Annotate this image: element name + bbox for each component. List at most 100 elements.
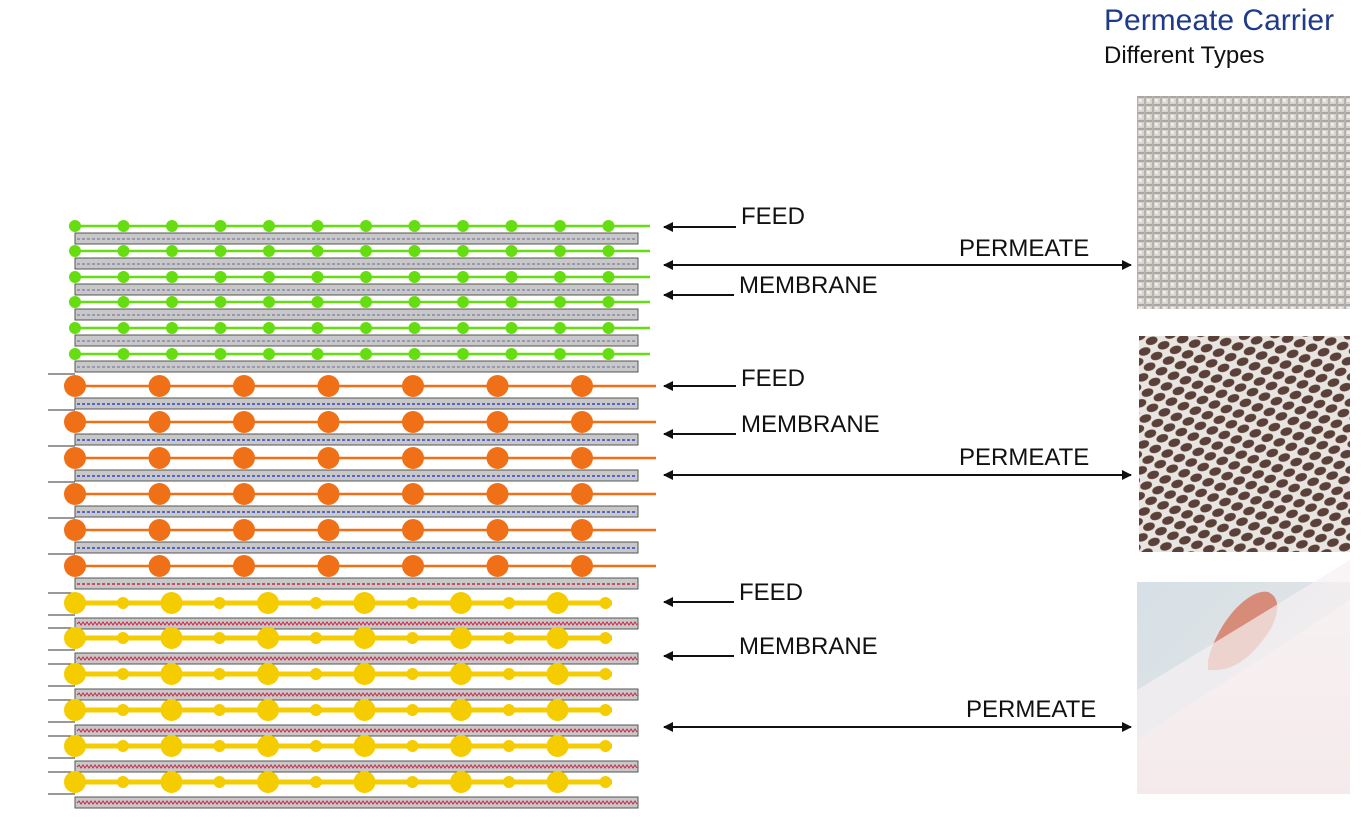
membrane-layer xyxy=(74,334,639,347)
feed-spacer-node xyxy=(406,740,419,752)
sample-open-net-mesh xyxy=(1139,336,1350,552)
feed-spacer-node xyxy=(310,597,322,609)
membrane-stripe xyxy=(76,800,638,805)
feed-spacer-node xyxy=(602,296,615,308)
membrane-stripe xyxy=(76,764,638,769)
feed-spacer-node xyxy=(505,296,518,308)
feed-spacer-node xyxy=(166,271,178,283)
feed-spacer-node xyxy=(571,555,593,577)
feed-spacer-node xyxy=(402,447,424,469)
feed-spacer-node xyxy=(160,771,183,793)
feed-spacer-node xyxy=(160,592,183,614)
feed-spacer-node xyxy=(64,411,86,433)
feed-spacer-node xyxy=(360,296,372,308)
membrane-layer xyxy=(74,433,639,446)
feed-spacer-node xyxy=(311,296,324,308)
feed-spacer-node xyxy=(160,663,183,685)
feed-spacer-node xyxy=(554,296,566,308)
feed-spacer-node xyxy=(450,735,472,757)
feed-spacer-node xyxy=(546,771,569,793)
feed-spacer-node xyxy=(317,519,340,541)
feed-spacer-node xyxy=(233,555,255,577)
feed-spacer-node xyxy=(360,245,372,257)
feed-spacer-node xyxy=(148,447,171,469)
membrane-layer xyxy=(74,397,639,410)
feed-spacer-node xyxy=(213,776,226,788)
feed-spacer-node xyxy=(166,296,178,308)
feed-spacer-node xyxy=(317,411,340,433)
feed-spacer-node xyxy=(457,296,469,308)
feed-spacer-node xyxy=(450,663,472,685)
membrane-stripe xyxy=(76,621,638,626)
feed-spacer-node xyxy=(360,220,372,232)
feed-spacer-node xyxy=(69,271,81,283)
feed-spacer-node xyxy=(402,483,424,505)
feed-spacer-node xyxy=(546,627,569,649)
feed-spacer-node xyxy=(166,245,178,257)
feed-spacer-node xyxy=(360,348,372,360)
feed-spacer-node xyxy=(402,519,424,541)
feed-spacer-node xyxy=(148,375,171,397)
feed-spacer-node xyxy=(353,627,376,649)
feed-spacer-node xyxy=(571,447,593,469)
membrane-layer xyxy=(74,577,639,590)
membrane-layer xyxy=(74,505,639,518)
membrane-label-1: MEMBRANE xyxy=(739,272,878,299)
feed-spacer-node xyxy=(214,245,227,257)
feed-spacer-node xyxy=(311,271,324,283)
feed-spacer-node xyxy=(64,592,86,614)
membrane-label-3: MEMBRANE xyxy=(739,633,878,660)
feed-spacer-node xyxy=(214,322,227,334)
feed-spacer-node xyxy=(148,483,171,505)
feed-spacer-node xyxy=(69,220,81,232)
feed-spacer-node xyxy=(450,771,472,793)
feed-spacer-node xyxy=(213,632,226,644)
feed-spacer-node xyxy=(257,771,279,793)
feed-spacer-node xyxy=(311,245,324,257)
feed-spacer-node xyxy=(117,245,130,257)
feed-spacer-node xyxy=(213,740,226,752)
feed-spacer-node xyxy=(317,483,340,505)
feed-spacer-node xyxy=(148,519,171,541)
feed-spacer-node xyxy=(213,597,226,609)
feed-spacer-node xyxy=(571,411,593,433)
feed-spacer-node xyxy=(554,271,566,283)
feed-spacer-node xyxy=(117,740,129,752)
feed-spacer-node xyxy=(263,220,275,232)
feed-spacer-node xyxy=(64,735,86,757)
feed-spacer-node xyxy=(486,483,509,505)
feed-spacer-node xyxy=(214,220,227,232)
feed-spacer-node xyxy=(263,271,275,283)
feed-spacer-node xyxy=(310,632,322,644)
feed-spacer-node xyxy=(353,735,376,757)
feed-spacer-node xyxy=(353,592,376,614)
feed-label-3: FEED xyxy=(739,579,804,606)
feed-spacer-node xyxy=(457,271,469,283)
feed-spacer-node xyxy=(233,483,255,505)
feed-spacer-node xyxy=(505,348,518,360)
feed-spacer-node xyxy=(503,597,515,609)
feed-spacer-node xyxy=(233,375,255,397)
feed-spacer-node xyxy=(117,668,129,680)
feed-spacer-node xyxy=(503,740,515,752)
feed-spacer-node xyxy=(505,245,518,257)
feed-spacer-node xyxy=(69,348,81,360)
feed-spacer-node xyxy=(360,271,372,283)
feed-spacer-node xyxy=(505,322,518,334)
feed-spacer-node xyxy=(486,555,509,577)
feed-spacer-node xyxy=(148,411,171,433)
feed-spacer-node xyxy=(406,632,419,644)
feed-spacer-node xyxy=(408,322,421,334)
membrane-layer xyxy=(74,257,639,270)
permeate-label-1: PERMEATE xyxy=(959,235,1090,262)
feed-spacer-node xyxy=(457,348,469,360)
membrane-layer xyxy=(74,469,639,482)
permeate-label-2: PERMEATE xyxy=(959,444,1090,471)
feed-spacer-node xyxy=(571,375,593,397)
feed-spacer-node xyxy=(457,220,469,232)
feed-spacer-node xyxy=(160,735,183,757)
feed-spacer-node xyxy=(602,220,615,232)
feed-spacer-node xyxy=(263,296,275,308)
feed-spacer-node xyxy=(457,245,469,257)
feed-spacer-node xyxy=(546,735,569,757)
